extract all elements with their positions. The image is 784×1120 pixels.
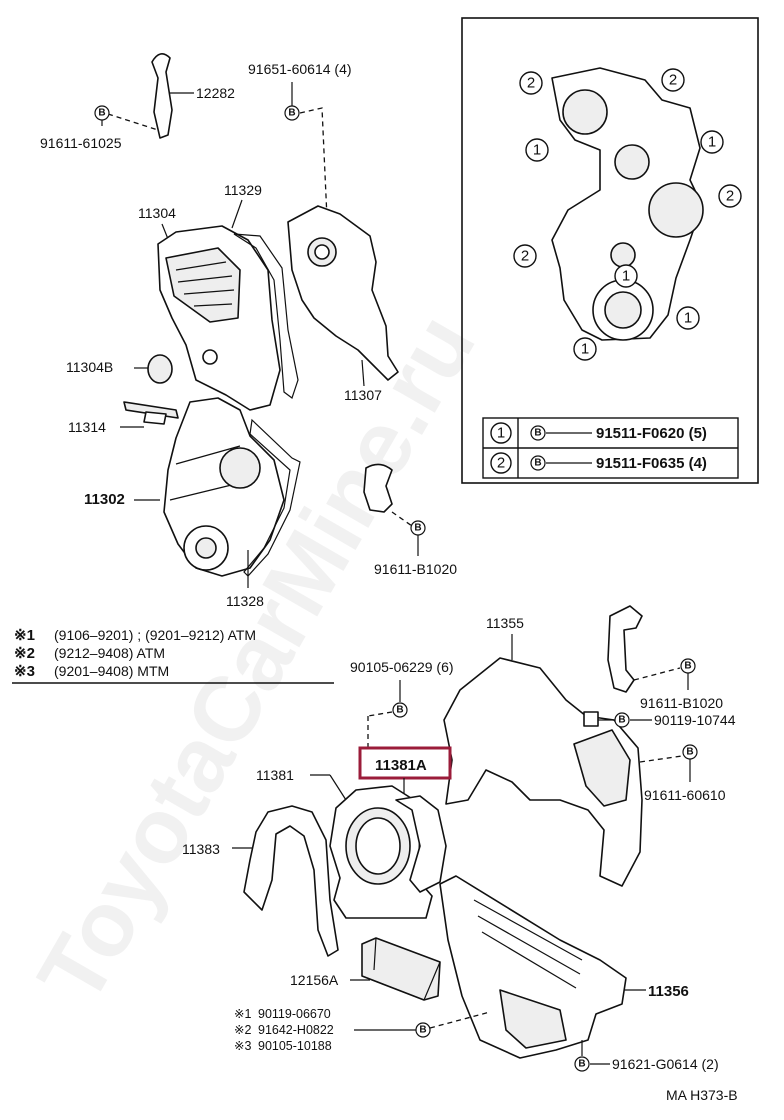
label-11307[interactable]: 11307 [344, 387, 382, 403]
label-91611-61025[interactable]: 91611-61025 [40, 135, 122, 151]
label-11381[interactable]: 11381 [256, 767, 294, 783]
inset-callout-circle [676, 306, 700, 330]
note-mark-1: ※1 [14, 627, 35, 644]
inset-callout-circle [513, 244, 537, 268]
svg-text:B: B [578, 1059, 585, 1070]
label-90105-06229[interactable]: 90105-06229 (6) [350, 659, 454, 675]
bottom-bolt-part-3: 90105-10188 [258, 1039, 332, 1053]
inset-callout-number: 1 [622, 268, 630, 285]
note-mark-2: ※2 [14, 645, 35, 662]
part-bracket-right[interactable] [607, 605, 643, 693]
bottom-bolt-part-2: 91642-H0822 [258, 1023, 334, 1037]
label-91621-G0614[interactable]: 91621-G0614 (2) [612, 1056, 719, 1072]
inset-callout-number: 1 [581, 341, 589, 358]
svg-text:B: B [686, 747, 693, 758]
part-12282-bracket[interactable] [151, 53, 173, 139]
svg-text:B: B [414, 523, 421, 534]
bottom-bolt-list: ※1 90119-06670 ※2 91642-H0822 ※3 90105-1… [234, 1007, 334, 1053]
label-11314[interactable]: 11314 [68, 419, 106, 435]
inset-callout-number: 1 [708, 134, 716, 151]
inset-callout-numbers: 2 2 1 1 2 2 1 1 1 [513, 68, 742, 361]
svg-text:B: B [396, 705, 403, 716]
label-11356[interactable]: 11356 [648, 983, 689, 1000]
svg-text:B: B [534, 428, 541, 439]
inset-callout-circle [700, 130, 724, 154]
label-11381A[interactable]: 11381A [375, 757, 427, 774]
label-11383[interactable]: 11383 [182, 841, 220, 857]
svg-text:B: B [684, 661, 691, 672]
svg-text:1: 1 [497, 425, 505, 442]
legend-part-1: 91511-F0620 (5) [596, 425, 707, 442]
note-text-3: (9201–9408) MTM [54, 663, 169, 679]
inset-callout-number: 2 [527, 75, 535, 92]
label-11328[interactable]: 11328 [226, 593, 264, 609]
svg-text:2: 2 [497, 455, 505, 472]
label-11304B[interactable]: 11304B [66, 359, 113, 375]
part-11355-rear-plate[interactable] [443, 657, 643, 887]
svg-text:B: B [98, 108, 105, 119]
legend-part-2: 91511-F0635 (4) [596, 455, 707, 472]
label-11302[interactable]: 11302 [84, 491, 125, 508]
bottom-bolt-part-1: 90119-06670 [258, 1007, 331, 1021]
note-mark-3: ※3 [14, 663, 35, 680]
svg-text:B: B [419, 1025, 426, 1036]
inset-callout-circle [661, 68, 685, 92]
inset-callout-number: 2 [726, 188, 734, 205]
inset-callout-circle [614, 264, 638, 288]
label-11304[interactable]: 11304 [138, 205, 176, 221]
part-11304B-plug[interactable] [147, 354, 173, 384]
bottom-bolt-mark-3: ※3 [234, 1039, 251, 1053]
highlight-box-11381A [358, 746, 452, 780]
label-91611-B1020-right[interactable]: 91611-B1020 [640, 695, 723, 711]
inset-callout-number: 2 [521, 248, 529, 265]
svg-text:B: B [288, 108, 295, 119]
label-11355[interactable]: 11355 [486, 615, 524, 631]
inset-callout-number: 1 [684, 310, 692, 327]
bottom-bolt-mark-2: ※2 [234, 1023, 251, 1037]
svg-text:B: B [534, 458, 541, 469]
inset-callout-circle [519, 71, 543, 95]
notes-block: ※1 (9106–9201) ; (9201–9212) ATM ※2 (921… [12, 627, 334, 684]
label-91611-60610[interactable]: 91611-60610 [644, 787, 726, 803]
part-90119-10744-bolt[interactable] [583, 711, 599, 727]
inset-callout-circle [573, 337, 597, 361]
label-90119-10744[interactable]: 90119-10744 [654, 712, 736, 728]
label-12156A[interactable]: 12156A [290, 972, 339, 988]
legend-row-2: 2 B 91511-F0635 (4) [490, 452, 707, 474]
label-91651-60614[interactable]: 91651-60614 (4) [248, 61, 352, 77]
inset-callout-number: 1 [533, 142, 541, 159]
inset-callout-circle [718, 184, 742, 208]
label-91611-B1020-left[interactable]: 91611-B1020 [374, 561, 457, 577]
label-11329[interactable]: 11329 [224, 182, 262, 198]
label-12282[interactable]: 12282 [196, 85, 235, 101]
svg-text:B: B [618, 715, 625, 726]
bottom-bolt-mark-1: ※1 [234, 1007, 251, 1021]
note-text-1: (9106–9201) ; (9201–9212) ATM [54, 627, 256, 643]
part-11307-plate[interactable] [287, 205, 399, 381]
inset-callout-circle [525, 138, 549, 162]
legend-row-1: 1 B 91511-F0620 (5) [490, 422, 707, 444]
inset-panel: 2 2 1 1 2 2 1 1 1 1 B 91511-F0620 (5) 2 B 91511-… [461, 17, 759, 484]
part-11383-gasket[interactable] [243, 805, 339, 957]
note-text-2: (9212–9408) ATM [54, 645, 165, 661]
diagram-code: MA H373-B [666, 1087, 738, 1103]
inset-callout-number: 2 [669, 72, 677, 89]
part-11381A-seal[interactable] [395, 795, 447, 893]
part-bracket-small-left[interactable] [363, 463, 393, 513]
